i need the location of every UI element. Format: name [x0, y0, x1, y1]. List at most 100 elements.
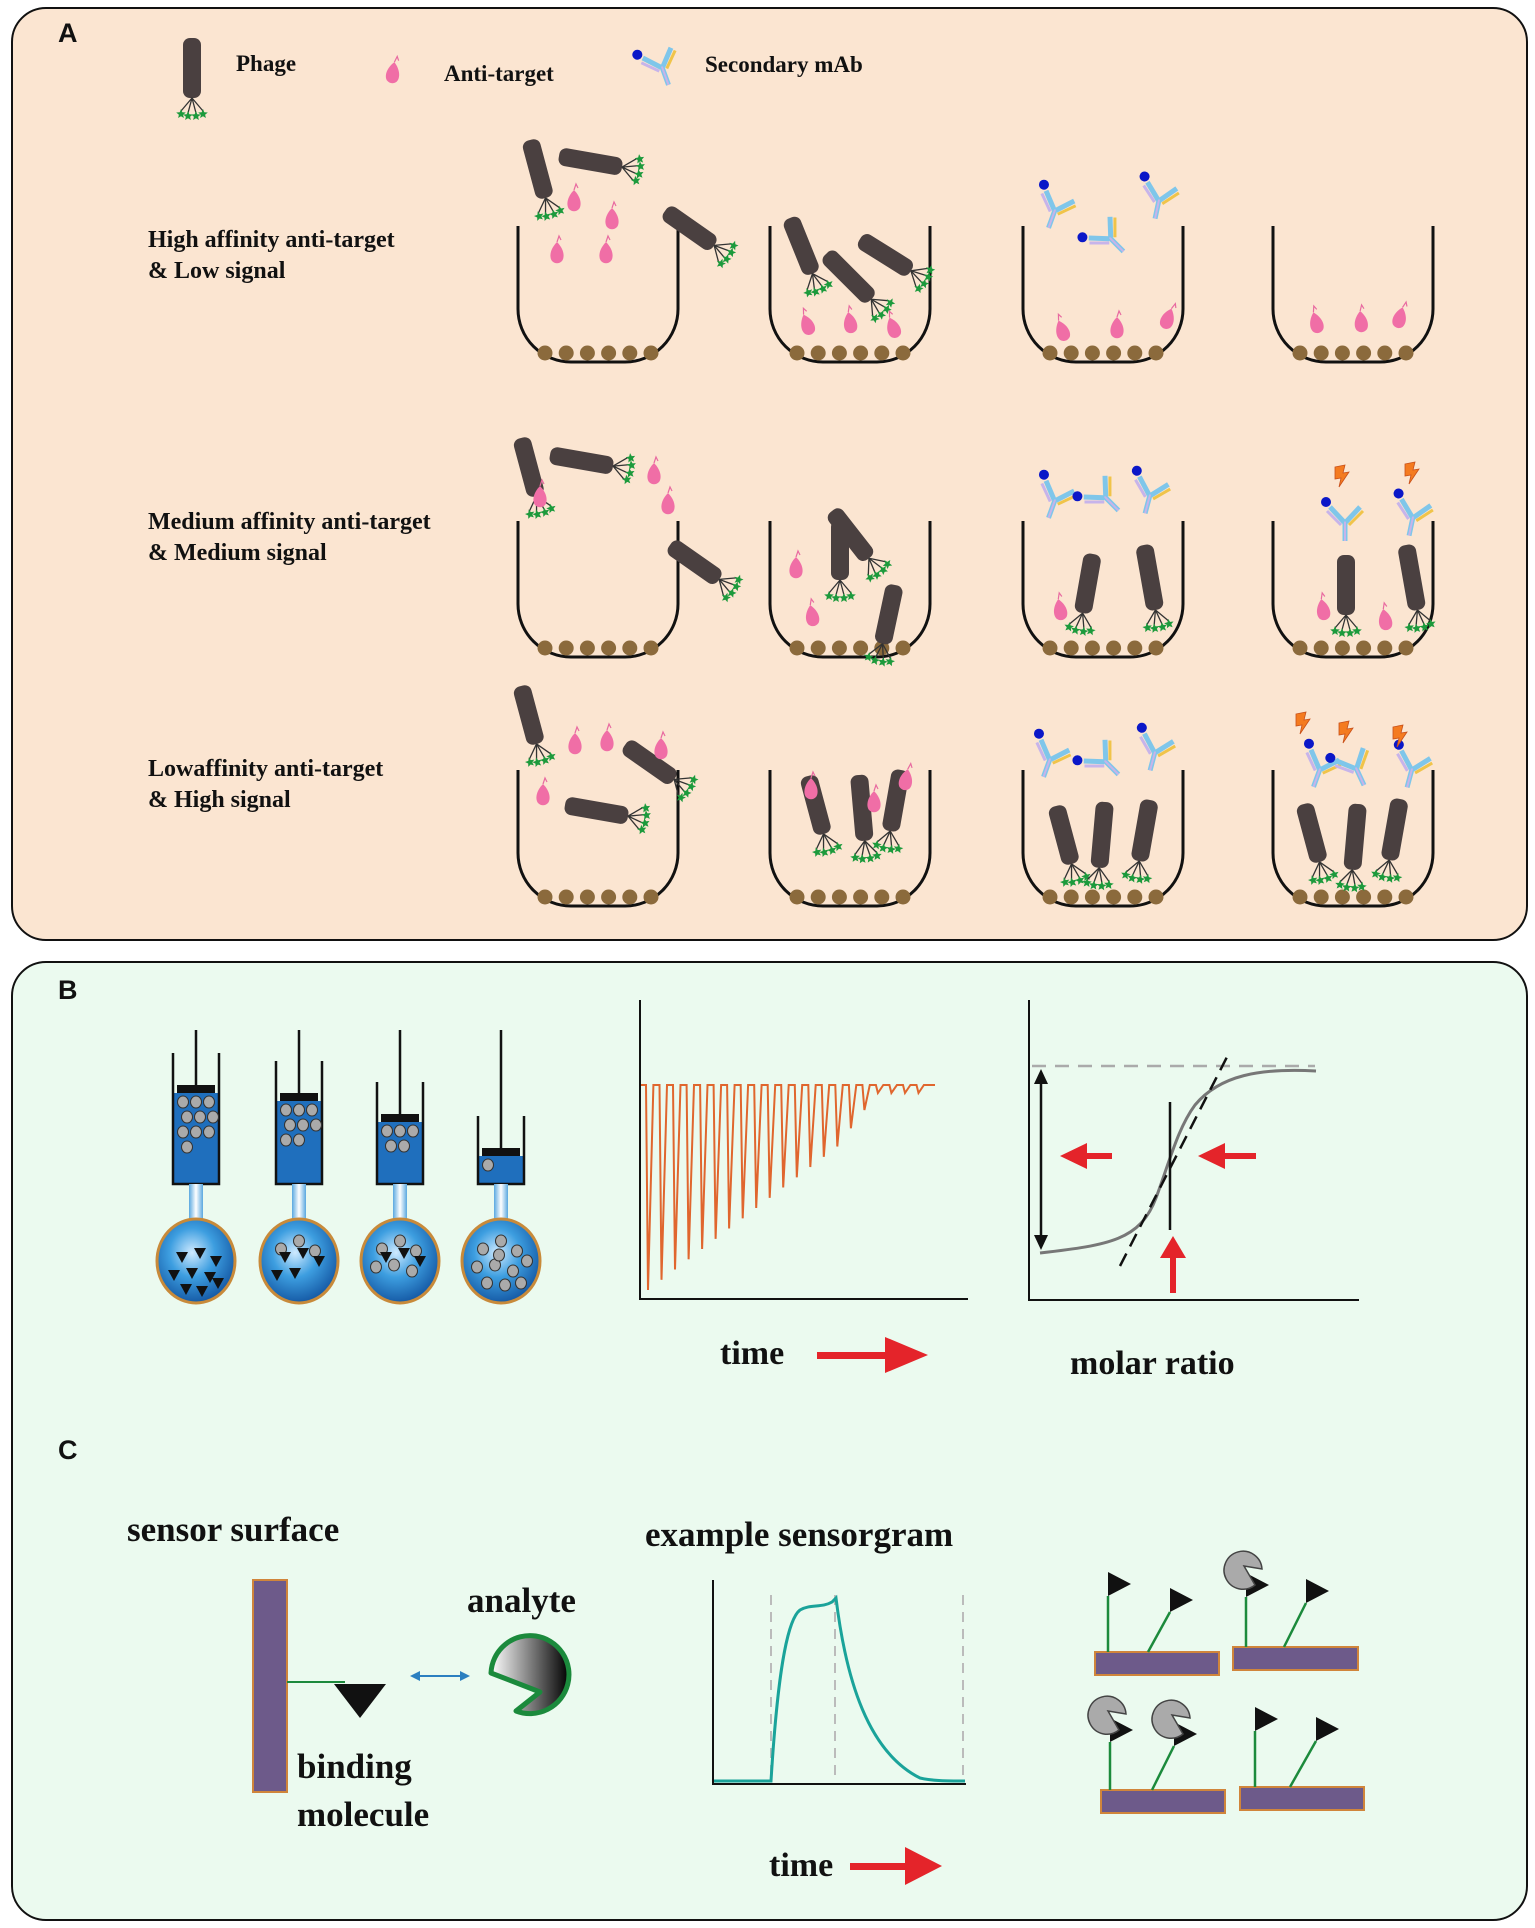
isotherm-red-arrow-right: [1198, 1143, 1256, 1169]
secondary-mab-icon: [1072, 475, 1121, 513]
itc-cell-2: [258, 1030, 340, 1305]
secondary-mab-icon: [1136, 722, 1176, 771]
phage-icon: [1296, 803, 1339, 885]
well-row2-col4: [1271, 461, 1436, 659]
anti-target-icon: [1378, 601, 1393, 631]
sensor-chip-state-3: [1087, 1695, 1226, 1814]
binding-label-line1: binding: [297, 1747, 412, 1786]
sensor-chip-state-4: [1239, 1707, 1365, 1811]
isotherm-red-arrow-up: [1160, 1236, 1186, 1293]
well-body: [516, 521, 680, 659]
signal-icon: [1338, 720, 1354, 744]
isotherm-red-arrow-left: [1060, 1143, 1112, 1169]
legend-secondary-mab-icon: [632, 46, 677, 86]
secondary-mab-icon: [1393, 488, 1434, 537]
secondary-mab-icon: [632, 46, 677, 86]
well-body: [1021, 521, 1185, 659]
well-row1-col4: [1271, 226, 1435, 364]
secondary-mab-icon: [1139, 171, 1180, 220]
well-row3-col2: [768, 762, 932, 908]
well-body: [1271, 226, 1435, 364]
panel-bc: B time: [11, 961, 1528, 1921]
itc-cell-1: [155, 1030, 237, 1305]
itc-injection-peaks: [641, 1084, 935, 1291]
well-row1-col3: [1021, 171, 1185, 364]
well-body: [516, 226, 680, 364]
row-low-label-line2: & High signal: [148, 787, 291, 813]
phage-icon: [864, 584, 903, 667]
immobilized-ligand: [1223, 1550, 1269, 1647]
anti-target-icon: [654, 730, 668, 760]
immobilized-ligand: [1282, 1579, 1329, 1648]
legend-phage-icon: [176, 38, 208, 120]
isotherm-x-axis-label: molar ratio: [1070, 1345, 1235, 1382]
legend-secondary-mab-label: Secondary mAb: [705, 52, 863, 77]
anti-target-icon: [1110, 309, 1124, 339]
sensor-surface-title: sensor surface: [127, 1510, 339, 1549]
anti-target-icon: [385, 54, 400, 84]
well-row3-col4: [1271, 711, 1435, 908]
phage-icon: [667, 540, 744, 603]
well-row2-col2: [768, 508, 932, 667]
signal-icon: [1404, 461, 1420, 485]
row-medium-label-line1: Medium affinity anti-target: [148, 509, 431, 535]
sensorgram-title: example sensorgram: [645, 1515, 953, 1554]
phage-icon: [622, 740, 699, 803]
anti-target-icon: [1316, 591, 1331, 621]
anti-target-icon: [600, 722, 614, 752]
binding-molecule-icon: [334, 1684, 386, 1718]
phage-icon: [549, 447, 636, 485]
well-body: [1021, 770, 1185, 908]
immobilized-ligand: [1253, 1707, 1278, 1787]
well-body: [768, 226, 932, 364]
itc-plot-axes: [639, 1000, 968, 1300]
sensorgram-curve: [714, 1594, 966, 1783]
itc-cell-4: [460, 1030, 542, 1305]
sensor-chip-state-1: [1094, 1572, 1220, 1676]
anti-target-icon: [1392, 300, 1408, 329]
secondary-mab-icon: [1033, 728, 1072, 778]
panel-a-background: [11, 7, 1528, 941]
itc-titration-schematic: [155, 1030, 542, 1305]
phage-icon: [1330, 555, 1362, 637]
anti-target-icon: [1310, 304, 1324, 334]
anti-target-icon: [1053, 591, 1068, 621]
phage-icon: [513, 685, 556, 767]
secondary-mab-icon: [1131, 465, 1171, 514]
well-body: [768, 521, 932, 659]
binding-isotherm-plot: molar ratio: [1028, 1000, 1359, 1382]
well-body: [1271, 770, 1435, 908]
well-row3-col3: [1021, 722, 1185, 908]
row-high-label-line1: High affinity anti-target: [148, 227, 395, 253]
panel-bc-background: [11, 961, 1528, 1921]
phage-icon: [558, 148, 645, 186]
sensor-chip: [252, 1579, 288, 1793]
well-row1-col2: [768, 216, 936, 364]
phage-icon: [1064, 553, 1101, 636]
panel-a: A Phage Anti-target Secondary mAb High a…: [11, 7, 1528, 941]
secondary-mab-icon: [1321, 497, 1365, 541]
phage-icon: [822, 250, 896, 324]
phage-icon: [850, 774, 882, 864]
phage-icon: [1121, 799, 1158, 884]
bound-analyte-icon: [1223, 1550, 1263, 1590]
row-medium-label-line2: & Medium signal: [148, 540, 327, 566]
sensor-chip-state-2: [1223, 1550, 1359, 1671]
signal-icon: [1295, 711, 1311, 735]
legend-anti-target-label: Anti-target: [444, 61, 554, 86]
anti-target-icon: [567, 182, 581, 212]
immobilized-ligand: [1106, 1572, 1131, 1652]
isotherm-curve: [1039, 1068, 1317, 1255]
sensorgram-time-arrow: [850, 1847, 942, 1885]
secondary-mab-icon: [1393, 739, 1433, 788]
well-body: [1021, 226, 1185, 364]
anti-target-icon: [867, 783, 881, 813]
phage-icon: [1335, 803, 1367, 893]
isotherm-range-arrow: [1034, 1069, 1048, 1250]
anti-target-icon: [887, 309, 902, 338]
phage-icon: [176, 38, 208, 120]
anti-target-icon: [801, 306, 816, 335]
sensorgram-axes: [712, 1580, 966, 1785]
phage-icon: [1371, 798, 1408, 883]
